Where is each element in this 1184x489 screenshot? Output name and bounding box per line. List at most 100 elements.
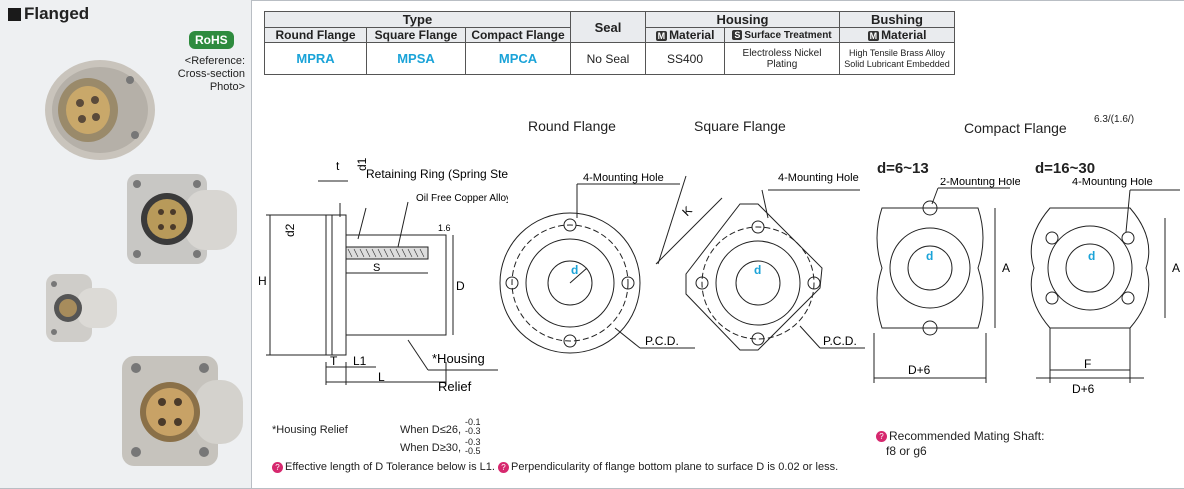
dim-d-label: d	[754, 263, 761, 277]
mounting-hole-label: 4-Mounting Hole	[583, 172, 664, 184]
housing-relief-label-2: Relief	[438, 379, 472, 394]
surface-treatment-label: Surface Treatment	[744, 29, 832, 41]
footnote-line: ?Effective length of D Tolerance below i…	[272, 461, 838, 474]
dim-L1-label: L1	[353, 354, 367, 368]
round-flange-photo	[45, 60, 155, 160]
compact-flange-col: Compact Flange	[465, 27, 571, 43]
m-badge: M	[655, 31, 668, 41]
section-title-text: Flanged	[24, 4, 90, 23]
top-rule	[251, 0, 1184, 1]
roughness-16: 1.6	[438, 223, 451, 233]
dim-d2-label: d2	[283, 223, 297, 237]
square-flange-drawing: K 4-Mounting Hole P.C.D. d	[655, 172, 865, 351]
compact-flange-heading: Compact Flange	[964, 120, 1067, 136]
tolerance-value: -0.3	[465, 437, 481, 447]
dim-K-label: K	[679, 203, 695, 219]
left-panel: Flanged RoHS <Reference: Cross-section P…	[0, 0, 252, 489]
housing-relief-note: *Housing Relief	[272, 424, 348, 436]
when-26-note: When D≤26,	[400, 424, 462, 436]
housing-material-value: SS400	[645, 42, 725, 75]
tolerance-value: -0.1	[465, 417, 481, 427]
d-plus-6-label: D+6	[1072, 382, 1095, 396]
info-icon: ?	[498, 461, 510, 473]
s-badge: S	[732, 29, 743, 40]
when-30-note: When D≥30,	[400, 442, 462, 454]
section-title: Flanged	[8, 4, 89, 24]
square-flange-photo	[127, 174, 237, 264]
dim-A-label: A	[1172, 261, 1180, 275]
compact-flange-photo	[46, 274, 117, 342]
dim-D-label: D	[456, 279, 465, 293]
perpendicularity-note: Perpendicularity of flange bottom plane …	[511, 461, 839, 473]
reference-line: Photo>	[209, 81, 245, 93]
seal-header: Seal	[570, 11, 646, 43]
housing-header: Housing	[645, 11, 840, 28]
square-flange-heading: Square Flange	[694, 118, 786, 134]
cross-section-drawing: H t d1 d2 S D T L1 L *Housing Relief 1.6…	[258, 157, 508, 394]
dim-H-label: H	[258, 274, 267, 288]
dim-L-label: L	[378, 370, 385, 384]
mounting-hole-label: 4-Mounting Hole	[778, 172, 859, 184]
pcd-label: P.C.D.	[823, 334, 857, 348]
surface-line: Plating	[766, 58, 798, 70]
dim-d-label: d	[926, 249, 933, 263]
reference-line: <Reference:	[184, 55, 245, 67]
housing-relief-label-1: *Housing	[432, 351, 485, 366]
d-small-label: d=6~13	[877, 160, 929, 177]
dim-d-label: d	[1088, 249, 1095, 263]
dim-t-label: t	[336, 159, 340, 173]
square-flange-large-photo	[122, 356, 243, 466]
dim-F-label: F	[1084, 357, 1091, 371]
rohs-badge: RoHS	[189, 31, 234, 49]
surface-roughness-symbol: 6.3/(1.6/)	[1094, 114, 1135, 125]
tolerance-30: -0.3 -0.5	[465, 438, 481, 456]
surface-line: Electroless Nickel	[742, 47, 822, 59]
mounting-2-label: 2-Mounting Hole	[940, 178, 1020, 188]
round-flange-heading: Round Flange	[528, 118, 616, 134]
bushing-line: Solid Lubricant Embedded	[844, 58, 950, 69]
mounting-hole-label: 4-Mounting Hole	[1072, 178, 1153, 188]
compact-large-drawing: 4-Mounting Hole A F D+6 d	[1030, 178, 1180, 396]
seal-value: No Seal	[570, 42, 646, 75]
bushing-header: Bushing	[839, 11, 955, 28]
mating-shaft-note: ?Recommended Mating Shaft: f8 or g6	[876, 429, 1044, 459]
effective-length-note: Effective length of D Tolerance below is…	[285, 461, 495, 473]
square-flange-col: Square Flange	[366, 27, 466, 43]
code-mpra: MPRA	[264, 42, 367, 75]
dim-d-label: d	[571, 263, 578, 277]
tolerance-value: -0.3	[465, 426, 481, 436]
reference-line: Cross-section	[177, 68, 245, 80]
tolerance-value: -0.5	[465, 446, 481, 456]
mating-shaft-title: Recommended Mating Shaft:	[889, 429, 1045, 443]
oil-free-bushing-label: Oil Free Copper Alloy Bushing	[416, 193, 508, 204]
mating-shaft-value: f8 or g6	[886, 444, 927, 458]
tolerance-26: -0.1 -0.3	[465, 418, 481, 436]
pcd-label: P.C.D.	[645, 334, 679, 348]
d-plus-6-label: D+6	[908, 363, 931, 377]
dim-S-label: S	[373, 262, 380, 274]
info-icon: ?	[272, 461, 283, 473]
spec-table: Type Seal Housing Bushing Round Flange S…	[264, 11, 955, 75]
code-mpsa: MPSA	[366, 42, 466, 75]
square-bullet-icon	[8, 7, 21, 21]
retaining-ring-label: Retaining Ring (Spring Steel)	[366, 167, 508, 181]
housing-material-label: Material	[669, 28, 715, 42]
bushing-material-label: Material	[881, 28, 927, 42]
d-large-label: d=16~30	[1035, 160, 1096, 177]
info-icon: ?	[876, 431, 887, 443]
dim-A-label: A	[1002, 261, 1010, 275]
round-flange-drawing: 4-Mounting Hole P.C.D. d	[499, 172, 695, 354]
type-header: Type	[264, 11, 571, 28]
bushing-line: High Tensile Brass Alloy	[849, 47, 945, 58]
m-badge: M	[867, 31, 880, 41]
dim-d1-label: d1	[355, 157, 369, 171]
code-mpca: MPCA	[465, 42, 571, 75]
reference-note: <Reference: Cross-section Photo>	[178, 55, 245, 94]
dim-T-label: T	[330, 354, 338, 368]
round-flange-col: Round Flange	[264, 27, 367, 43]
